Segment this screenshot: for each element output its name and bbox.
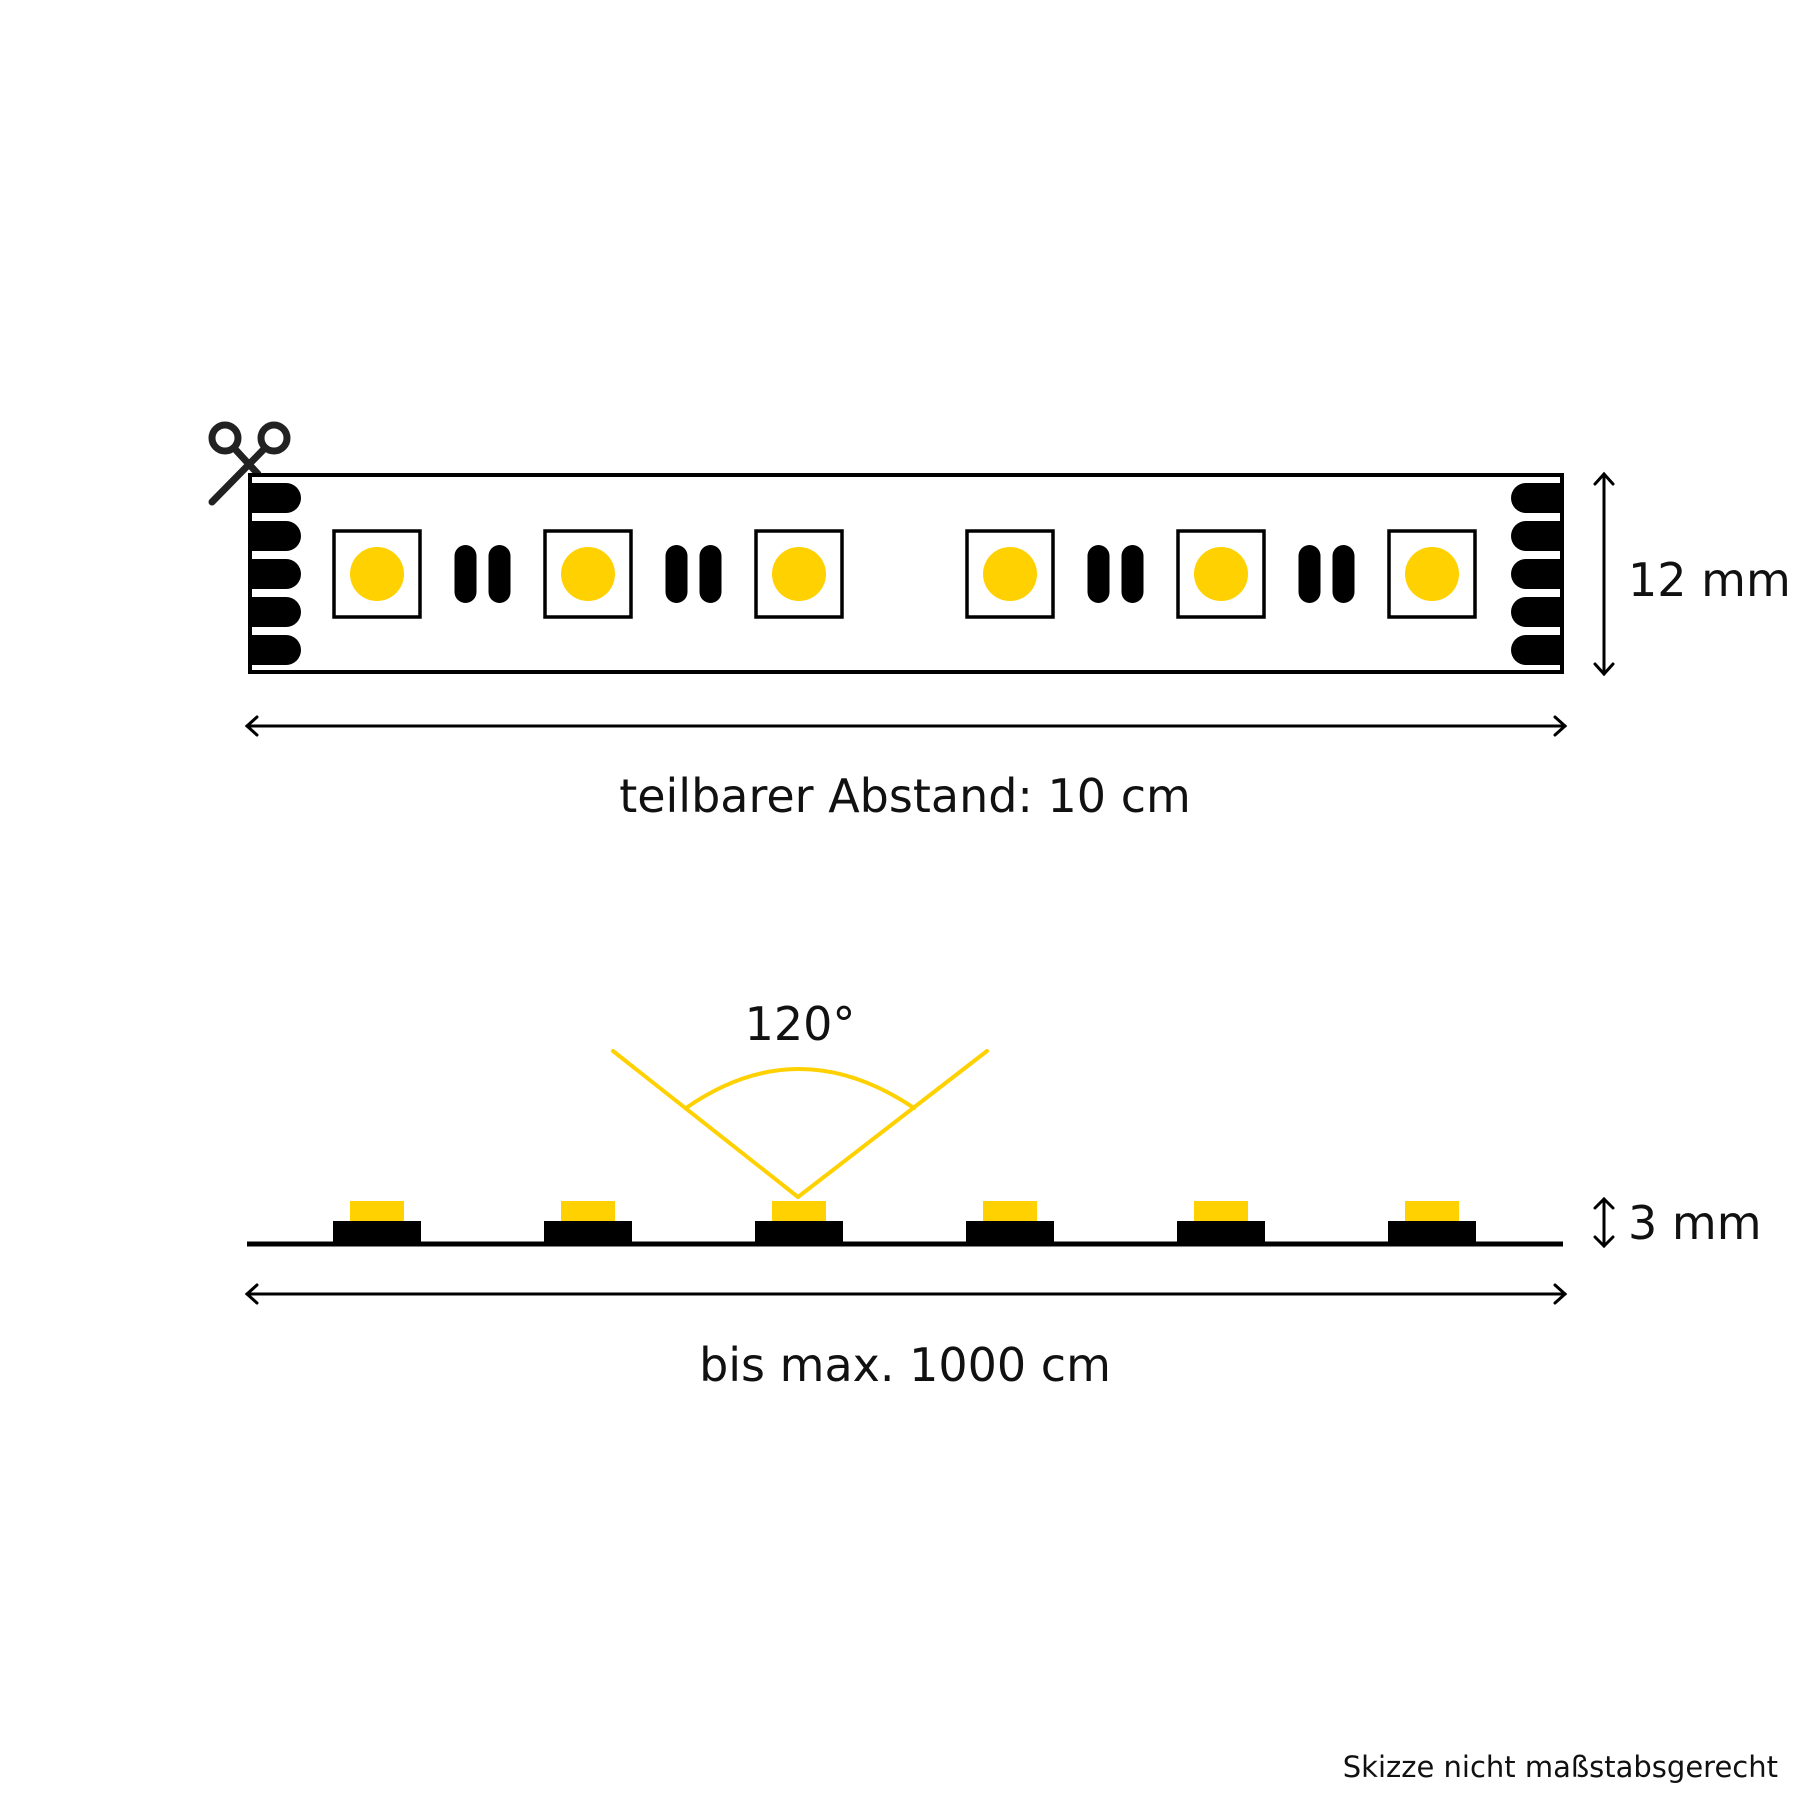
width-dimension-arrow (1593, 471, 1615, 677)
solder-pad-right-5 (1511, 635, 1562, 665)
resistor (665, 545, 688, 603)
solder-pad-right-4 (1511, 597, 1562, 627)
solder-pad-left-2 (250, 521, 301, 551)
led-side (755, 1201, 843, 1244)
resistor (1121, 545, 1144, 603)
left-solder-pads (250, 483, 301, 665)
led-chip (754, 529, 844, 619)
led-chip (1176, 529, 1266, 619)
resistor (699, 545, 722, 603)
led-chip (543, 529, 633, 619)
led-side (1177, 1201, 1265, 1244)
solder-pad-left-4 (250, 597, 301, 627)
solder-pad-right-3 (1511, 559, 1562, 589)
resistor (1298, 545, 1321, 603)
solder-pad-right-2 (1511, 521, 1562, 551)
resistor (1087, 545, 1110, 603)
length-label: bis max. 1000 cm (699, 1338, 1111, 1392)
solder-pad-left-1 (250, 483, 301, 513)
top-view: 12 mm teilbarer Abstand: 10 cm (208, 421, 1791, 823)
resistor (1332, 545, 1355, 603)
led-side (966, 1201, 1054, 1244)
strip-body (248, 473, 1564, 674)
solder-pad-right-1 (1511, 483, 1562, 513)
led-side (333, 1201, 421, 1244)
right-solder-pads (1511, 483, 1562, 665)
scissors-icon (208, 421, 291, 506)
resistor (488, 545, 511, 603)
solder-pad-left-5 (250, 635, 301, 665)
height-label: 3 mm (1628, 1196, 1762, 1250)
led-chip (332, 529, 422, 619)
top-led-row (332, 529, 1477, 619)
side-led-row (333, 1201, 1476, 1244)
cut-distance-arrow (244, 715, 1568, 737)
beam-angle-lines (611, 1049, 989, 1199)
length-dimension-arrow (244, 1283, 1568, 1305)
resistor (454, 545, 477, 603)
beam-angle-label: 120° (745, 997, 856, 1051)
solder-pad-left-3 (250, 559, 301, 589)
side-view: 120° 3 mm bis max. 1000 cm (244, 997, 1762, 1392)
led-chip (965, 529, 1055, 619)
cut-distance-label: teilbarer Abstand: 10 cm (619, 769, 1191, 823)
led-side (544, 1201, 632, 1244)
led-chip (1387, 529, 1477, 619)
scale-note: Skizze nicht maßstabsgerecht (1343, 1750, 1778, 1784)
led-side (1388, 1201, 1476, 1244)
width-label: 12 mm (1628, 553, 1791, 607)
height-dimension-arrow (1593, 1196, 1615, 1249)
